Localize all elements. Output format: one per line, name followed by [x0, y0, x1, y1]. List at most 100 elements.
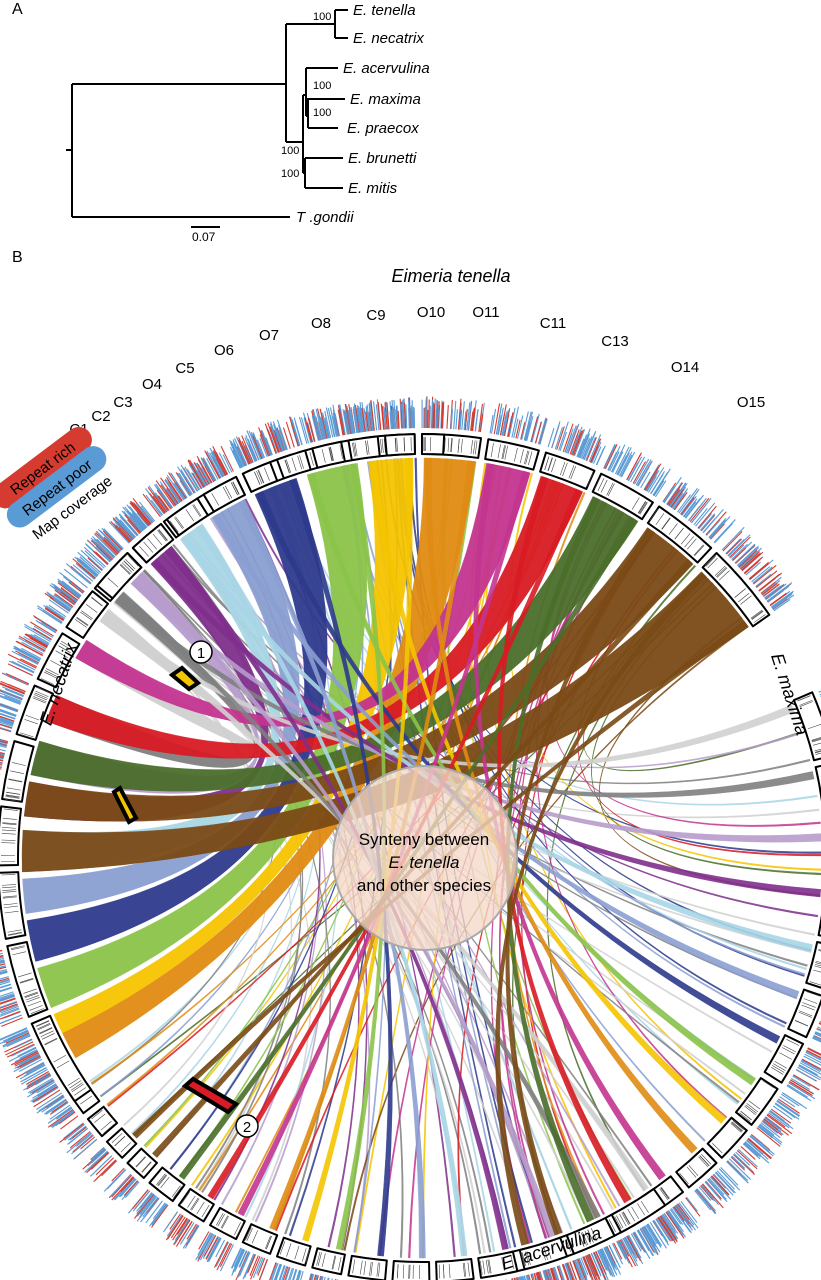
- karyotype-band: [786, 1039, 800, 1046]
- repeat-tick: [55, 594, 73, 608]
- repeat-tick: [103, 536, 120, 554]
- karyotype-band: [543, 1246, 548, 1260]
- repeat-tick: [16, 640, 44, 656]
- repeat-tick: [765, 1116, 782, 1130]
- repeat-tick: [604, 1246, 616, 1268]
- taxon-label-acervulina: E. acervulina: [343, 60, 430, 77]
- repeat-tick: [663, 1213, 679, 1234]
- repeat-tick: [33, 1089, 61, 1108]
- karyotype-band: [578, 1233, 585, 1247]
- repeat-tick: [685, 1197, 701, 1217]
- repeat-tick: [204, 465, 215, 483]
- repeat-tick: [0, 726, 12, 732]
- chromosome-label: C3: [113, 394, 132, 411]
- repeat-tick: [606, 1246, 616, 1264]
- karyotype-band: [74, 619, 87, 628]
- repeat-tick: [725, 538, 742, 555]
- karyotype-band: [524, 1251, 530, 1266]
- repeat-tick: [690, 497, 712, 524]
- repeat-tick: [556, 426, 565, 450]
- repeat-tick: [749, 563, 769, 580]
- repeat-tick: [556, 1265, 563, 1280]
- repeat-tick: [21, 641, 44, 655]
- repeat-tick: [270, 423, 281, 453]
- repeat-tick: [590, 1253, 601, 1274]
- repeat-tick: [135, 502, 153, 524]
- repeat-tick: [0, 695, 21, 705]
- repeat-tick: [142, 493, 161, 518]
- repeat-tick: [353, 403, 360, 433]
- repeat-tick: [80, 561, 98, 577]
- repeat-tick: [168, 481, 183, 502]
- repeat-tick: [50, 1109, 75, 1128]
- repeat-tick: [576, 438, 585, 458]
- karyotype-band: [679, 1172, 689, 1185]
- repeat-tick: [773, 598, 791, 612]
- repeat-tick: [471, 407, 476, 431]
- taxon-label-gondii: T .gondii: [296, 209, 354, 226]
- karyotype-band: [120, 563, 131, 575]
- repeat-tick: [245, 434, 258, 462]
- repeat-tick: [317, 413, 325, 440]
- repeat-tick: [697, 505, 717, 529]
- repeat-tick: [5, 673, 30, 685]
- karyotype-band: [799, 699, 813, 706]
- karyotype-band: [39, 1027, 53, 1035]
- karyotype-band: [70, 1082, 83, 1091]
- repeat-tick: [213, 1241, 229, 1268]
- karyotype-band: [568, 465, 575, 479]
- karyotype-band: [699, 1155, 710, 1167]
- repeat-tick: [684, 498, 701, 519]
- repeat-tick: [440, 403, 444, 429]
- karyotype-band: [352, 442, 355, 457]
- karyotype-block: [610, 1187, 667, 1234]
- repeat-tick: [269, 426, 280, 453]
- repeat-tick: [575, 1259, 585, 1280]
- repeat-tick: [320, 416, 327, 439]
- karyotype-band: [514, 447, 518, 462]
- karyotype-band: [365, 440, 368, 455]
- repeat-tick: [0, 743, 8, 747]
- karyotype-band: [120, 1142, 132, 1153]
- repeat-tick: [47, 592, 72, 611]
- karyotype-band: [8, 932, 23, 936]
- chromosome-labels: C1 C2 C3 O4 C5 O6 O7 O8 C9 O10 O11 C11 C…: [69, 304, 765, 438]
- repeat-tick: [33, 634, 50, 644]
- repeat-tick: [0, 1030, 29, 1045]
- repeat-tick: [790, 1077, 810, 1090]
- repeat-tick: [281, 1265, 288, 1280]
- repeat-tick: [316, 419, 322, 441]
- repeat-tick: [747, 1138, 772, 1160]
- karyotype-band: [488, 1259, 492, 1274]
- repeat-tick: [232, 449, 242, 469]
- repeat-tick: [521, 1276, 524, 1280]
- karyotype-band: [521, 1252, 526, 1267]
- repeat-tick: [200, 1233, 213, 1255]
- repeat-tick: [202, 458, 216, 482]
- repeat-tick: [358, 406, 363, 433]
- repeat-tick: [668, 482, 687, 507]
- repeat-tick: [49, 1104, 71, 1120]
- repeat-tick: [339, 404, 346, 436]
- repeat-tick: [44, 1098, 67, 1115]
- karyotype-band: [799, 1010, 813, 1017]
- repeat-tick: [769, 593, 787, 607]
- karyotype-band: [190, 1197, 199, 1210]
- karyotype-band: [94, 1113, 106, 1123]
- karyotype-band: [33, 696, 47, 703]
- repeat-tick: [0, 713, 16, 720]
- repeat-tick: [257, 1257, 266, 1276]
- karyotype-band: [473, 440, 476, 455]
- karyotype-band: [37, 686, 51, 694]
- karyotype-band: [136, 1156, 146, 1168]
- karyotype-band: [217, 1213, 225, 1227]
- repeat-tick: [2, 672, 29, 686]
- repeat-tick: [766, 1114, 793, 1135]
- synteny-ribbon: [195, 524, 468, 1257]
- repeat-tick: [743, 557, 763, 574]
- synteny-ribbon: [335, 463, 387, 1251]
- repeat-tick: [344, 409, 350, 435]
- karyotype-block: [763, 1034, 805, 1084]
- repeat-tick: [123, 1180, 138, 1197]
- repeat-tick: [237, 448, 246, 467]
